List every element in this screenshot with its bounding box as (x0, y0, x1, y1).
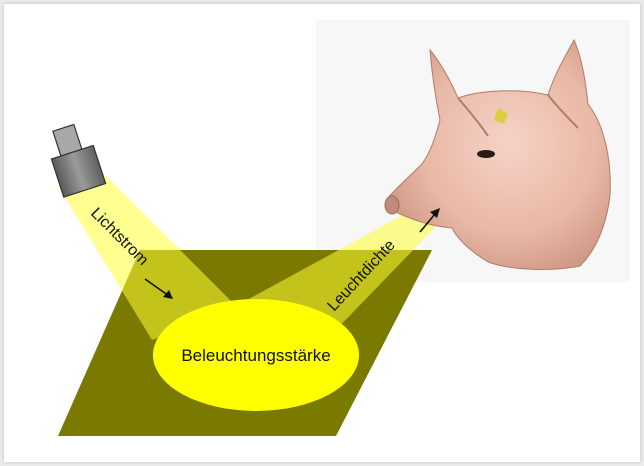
lamp-icon (43, 121, 105, 197)
label-illuminance: Beleuchtungsstärke (181, 346, 330, 365)
